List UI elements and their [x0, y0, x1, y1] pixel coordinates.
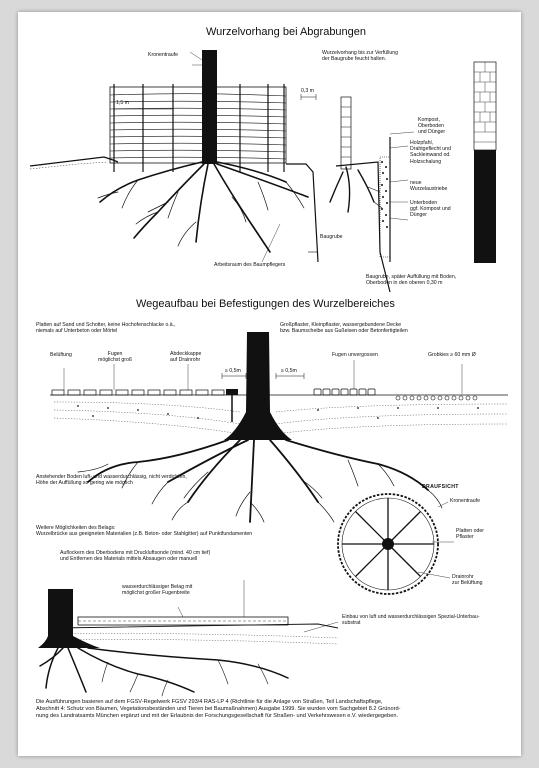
- label-einbau: Einbau von luft und wasserdurchlässigen …: [342, 614, 480, 627]
- label-belueftung: Belüftung: [50, 352, 72, 358]
- figure-wurzelvorhang: [29, 50, 497, 293]
- label-dim-0-3m: 0,3 m: [301, 88, 314, 94]
- label-verfuellung: Baugrube, später Auffüllung mit Boden, O…: [366, 274, 457, 287]
- label-dim-1-5m: 1,5 m: [116, 100, 129, 106]
- label-arbeitsraum: Arbeitsraum des Baumpflegers: [214, 262, 286, 268]
- label-baugrube: Baugrube: [320, 234, 343, 240]
- label-fugen-unvergossen: Fugen unvergossen: [332, 352, 378, 358]
- label-kronentraufe-1: Kronentraufe: [148, 52, 178, 58]
- label-abdeckkappe: Abdeckkappe auf Drainrohr: [170, 351, 202, 364]
- label-platten-pflaster: Platten oder Pflaster: [456, 528, 484, 541]
- label-kronentraufe-2: Kronentraufe: [450, 498, 480, 504]
- label-dim-a: ≥ 0,5m: [225, 368, 241, 374]
- label-fugen: Fugen möglichst groß: [98, 351, 133, 364]
- label-holzpfahl: Holzpfahl, Drahtgeflecht und Sackleinwan…: [410, 140, 451, 165]
- label-dim-b: ≥ 0,5m: [281, 368, 297, 374]
- title-wurzelvorhang: Wurzelvorhang bei Abgrabungen: [206, 26, 367, 38]
- label-draufsicht: DRAUFSICHT: [422, 484, 459, 490]
- label-neue-wurzelaustriebe: neue Wurzelaustriebe: [410, 180, 448, 193]
- document-page: Wurzelvorhang bei Abgrabungen Kronentrau…: [18, 12, 521, 756]
- figure-draufsicht: [337, 493, 454, 595]
- label-grobkies: Grobkies ≥ 60 mm Ø: [428, 352, 476, 358]
- figure-wegeaufbau: [50, 332, 509, 523]
- label-auflockern: Auflockern des Oberbodens mit Drucklufts…: [60, 550, 211, 563]
- label-anstehender-boden: Anstehender Boden luft- und wasserdurchl…: [36, 474, 187, 487]
- technical-illustration: [29, 50, 509, 697]
- figure-belag: [38, 580, 339, 697]
- label-unterboden: Unterboden ggf. Kompost und Dünger: [410, 200, 451, 219]
- footer-note: Die Ausführungen basieren auf dem FGSV-R…: [36, 699, 401, 720]
- label-drainrohr: Drainrohr zur Belüftung: [452, 574, 483, 587]
- label-kompost: Kompost, Oberboden und Dünger: [418, 117, 446, 136]
- label-feucht: Wurzelvorhang bis zur Verfüllung der Bau…: [322, 50, 399, 63]
- label-belag: wasserdurchlässiger Belag mit möglichst …: [122, 584, 193, 597]
- label-platten: Platten auf Sand und Schotter, keine Hoc…: [36, 322, 176, 335]
- label-grosspflaster: Großpflaster, Kleinpflaster, wassergebun…: [280, 322, 408, 335]
- title-wegeaufbau: Wegeaufbau bei Befestigungen des Wurzelb…: [136, 298, 395, 310]
- label-weitere: Weitere Möglichkeiten des Belags: Wurzel…: [36, 525, 253, 538]
